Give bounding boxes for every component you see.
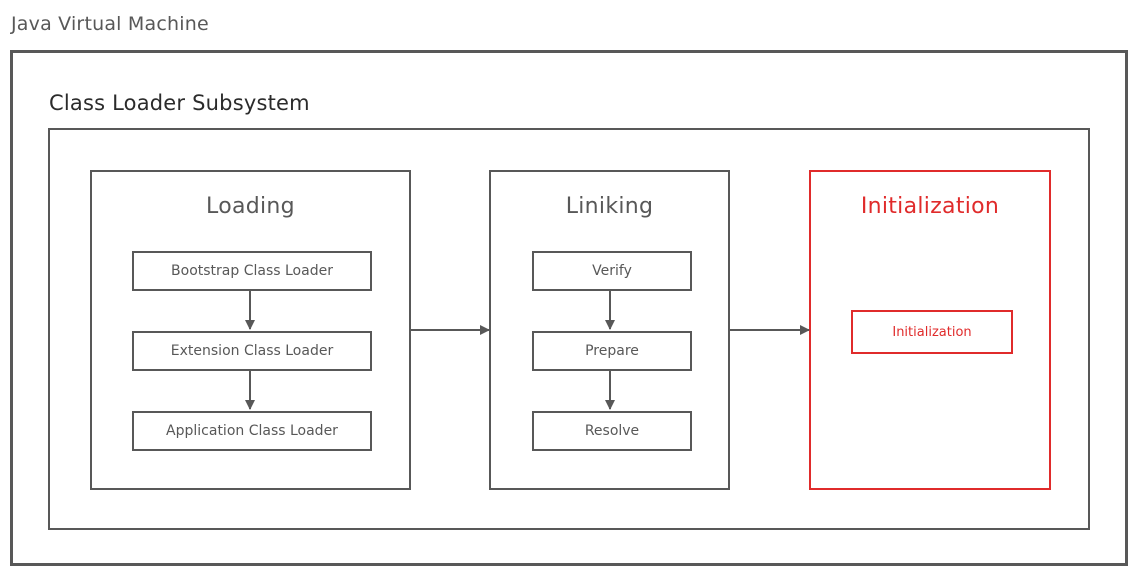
subsystem-frame bbox=[48, 128, 1090, 530]
step-resolve[interactable]: Resolve bbox=[532, 411, 692, 451]
step-prepare[interactable]: Prepare bbox=[532, 331, 692, 371]
step-bootstrap-class-loader[interactable]: Bootstrap Class Loader bbox=[132, 251, 372, 291]
stage-initialization-title: Initialization bbox=[860, 194, 1000, 219]
subsystem-title: Class Loader Subsystem bbox=[49, 91, 310, 115]
jvm-frame bbox=[10, 50, 1128, 566]
stage-loading-title: Loading bbox=[206, 194, 295, 219]
stage-linking[interactable]: Liniking Verify Prepare Resolve bbox=[489, 170, 730, 490]
step-extension-class-loader[interactable]: Extension Class Loader bbox=[132, 331, 372, 371]
step-application-class-loader[interactable]: Application Class Loader bbox=[132, 411, 372, 451]
step-verify[interactable]: Verify bbox=[532, 251, 692, 291]
stage-loading[interactable]: Loading Bootstrap Class Loader Extension… bbox=[90, 170, 411, 490]
page-title: Java Virtual Machine bbox=[11, 13, 209, 35]
stage-linking-title: Liniking bbox=[565, 194, 654, 219]
step-initialization[interactable]: Initialization bbox=[851, 310, 1013, 354]
stage-initialization[interactable]: Initialization Initialization bbox=[809, 170, 1051, 490]
